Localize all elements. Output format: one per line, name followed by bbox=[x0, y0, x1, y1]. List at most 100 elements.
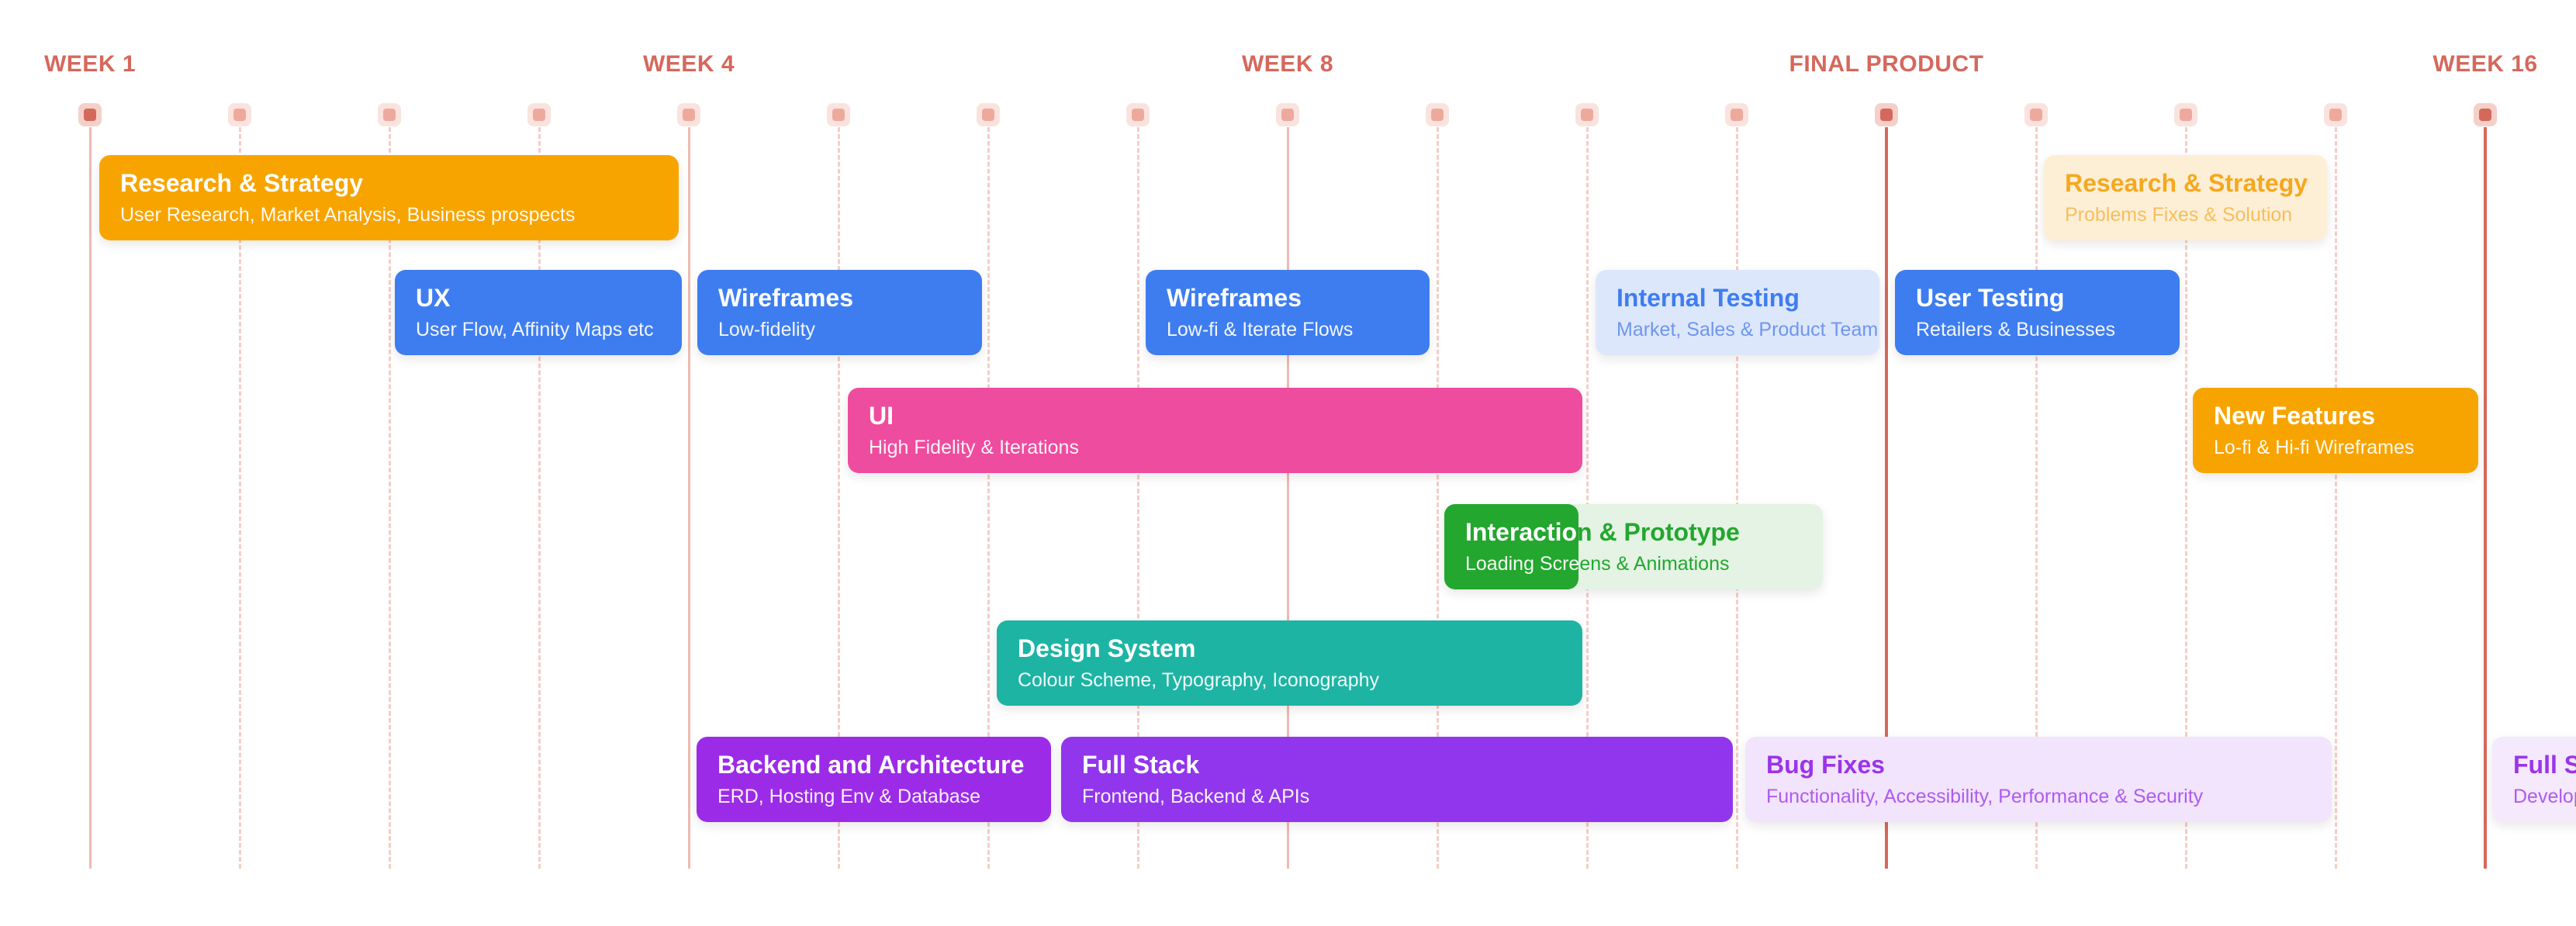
week-label-week-1: WEEK 1 bbox=[43, 51, 137, 77]
milestone-dot bbox=[2030, 109, 2042, 121]
week-gridline-8 bbox=[1136, 127, 1139, 869]
week-gridline-14 bbox=[2035, 127, 2038, 869]
task-title: Interaction & Prototype bbox=[1465, 518, 1578, 547]
task-subtitle: Colour Scheme, Typography, Iconography bbox=[1018, 669, 1380, 691]
milestone-dot bbox=[2180, 109, 2192, 121]
task-subtitle: Low-fi & Iterate Flows bbox=[1167, 318, 1354, 340]
task-subtitle: ERD, Hosting Env & Database bbox=[717, 785, 981, 807]
task-subtitle: User Flow, Affinity Maps etc bbox=[416, 318, 654, 340]
task-title: Wireframes bbox=[1167, 284, 1302, 313]
milestone-marker bbox=[977, 103, 1000, 126]
task-text: UX User Flow, Affinity Maps etc bbox=[395, 270, 682, 355]
task-title: Full Stack bbox=[1082, 751, 1200, 779]
task-text: Full St Develop bbox=[2492, 737, 2576, 822]
week-gridline-1 bbox=[88, 127, 92, 869]
task-subtitle: High Fidelity & Iterations bbox=[869, 436, 1079, 458]
task-title: UX bbox=[416, 284, 451, 313]
milestone-dot bbox=[1431, 109, 1444, 121]
week-label-final-product: FINAL PRODUCT bbox=[1789, 51, 1984, 77]
week-gridline-4 bbox=[538, 127, 541, 869]
milestone-marker bbox=[827, 103, 850, 126]
milestone-marker bbox=[1725, 103, 1748, 126]
week-gridline-5 bbox=[687, 127, 690, 869]
milestone-marker bbox=[2174, 103, 2197, 126]
task-title: Backend and Architecture bbox=[717, 751, 1025, 779]
milestone-dot bbox=[982, 109, 994, 121]
milestone-marker bbox=[527, 103, 551, 126]
task-subtitle: Functionality, Accessibility, Performanc… bbox=[1766, 785, 2204, 807]
milestone-marker-active bbox=[2474, 103, 2497, 126]
task-title: Internal Testing bbox=[1616, 284, 1800, 313]
milestone-dot bbox=[832, 109, 845, 121]
milestone-dot bbox=[683, 109, 695, 121]
milestone-marker bbox=[1575, 103, 1599, 126]
week-gridline-15 bbox=[2184, 127, 2187, 869]
milestone-dot bbox=[2329, 109, 2342, 121]
milestone-marker bbox=[1426, 103, 1449, 126]
week-gridline-16 bbox=[2334, 127, 2337, 869]
milestone-dot bbox=[1880, 109, 1893, 121]
task-subtitle: User Research, Market Analysis, Business… bbox=[120, 203, 576, 226]
task-subtitle: Low-fidelity bbox=[718, 318, 816, 340]
task-title: New Features bbox=[2214, 402, 2376, 430]
task-subtitle: Lo-fi & Hi-fi Wireframes bbox=[2214, 436, 2415, 458]
milestone-dot bbox=[383, 109, 396, 121]
task-subtitle: Market, Sales & Product Team bbox=[1616, 318, 1879, 340]
task-subtitle: Problems Fixes & Solution bbox=[2065, 203, 2293, 226]
week-label-week-8: WEEK 8 bbox=[1241, 51, 1334, 77]
task-subtitle: Frontend, Backend & APIs bbox=[1082, 785, 1310, 807]
milestone-dot bbox=[1731, 109, 1743, 121]
week-gridline-7 bbox=[987, 127, 990, 869]
week-gridline-10 bbox=[1436, 127, 1439, 869]
task-title: Research & Strategy bbox=[120, 169, 364, 198]
task-ux[interactable]: UX User Flow, Affinity Maps etc bbox=[395, 270, 682, 355]
milestone-marker bbox=[228, 103, 251, 126]
milestone-dot bbox=[233, 109, 246, 121]
milestone-marker-active bbox=[78, 103, 102, 126]
week-label-week-4: WEEK 4 bbox=[642, 51, 735, 77]
week-gridline-13 bbox=[1885, 127, 1888, 869]
week-gridline-9 bbox=[1286, 127, 1289, 869]
task-title: Bug Fixes bbox=[1766, 751, 1885, 779]
task-subtitle: Develop bbox=[2513, 785, 2576, 807]
task-full-stack-2[interactable]: Full St Develop bbox=[2492, 737, 2576, 822]
task-ui[interactable]: UI High Fidelity & Iterations bbox=[848, 388, 1582, 473]
milestone-marker-active bbox=[1875, 103, 1898, 126]
milestone-dot bbox=[533, 109, 545, 121]
milestone-dot bbox=[2479, 109, 2491, 121]
week-gridline-12 bbox=[1735, 127, 1738, 869]
milestone-marker bbox=[378, 103, 401, 126]
task-subtitle: Loading Screens & Animations bbox=[1465, 552, 1578, 575]
task-subtitle: Retailers & Businesses bbox=[1916, 318, 2116, 340]
week-gridline-6 bbox=[837, 127, 840, 869]
task-title: UI bbox=[869, 402, 894, 430]
task-title: Design System bbox=[1018, 634, 1196, 663]
task-title: Full St bbox=[2513, 751, 2576, 779]
task-title: Wireframes bbox=[718, 284, 854, 313]
week-gridline-2 bbox=[238, 127, 241, 869]
milestone-marker bbox=[2324, 103, 2347, 126]
task-title: User Testing bbox=[1916, 284, 2065, 313]
milestone-marker bbox=[1126, 103, 1150, 126]
